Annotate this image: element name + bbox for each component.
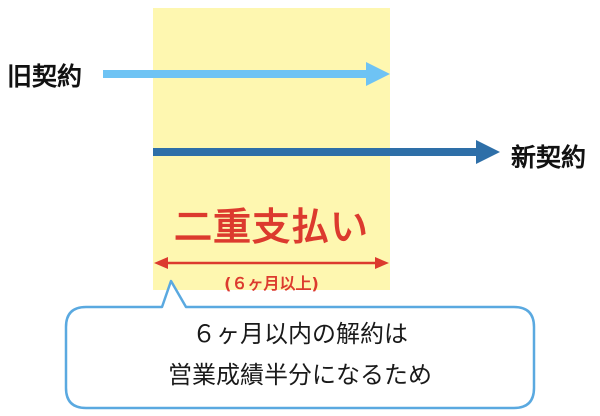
callout-line-1: ６ヶ月以内の解約は: [192, 320, 408, 348]
old-contract-label: 旧契約: [7, 62, 83, 91]
new-contract-arrow: [153, 140, 500, 164]
period-label: (６ヶ月以上): [224, 274, 319, 293]
period-double-arrow: [154, 257, 389, 269]
new-contract-label: 新契約: [511, 143, 587, 172]
old-contract-arrow: [103, 62, 390, 86]
double-payment-label: 二重支払い: [173, 205, 369, 249]
callout-line-2: 営業成績半分になるため: [168, 361, 432, 389]
